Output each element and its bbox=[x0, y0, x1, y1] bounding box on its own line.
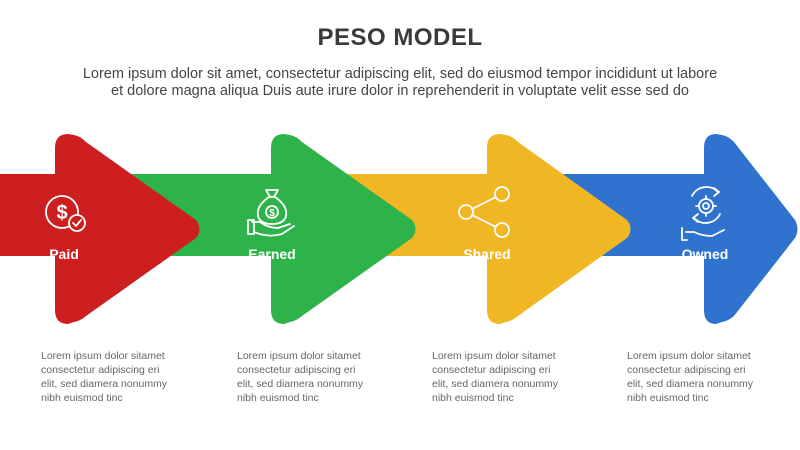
dollar-coin-check-icon: $ bbox=[45, 195, 86, 232]
description-line: elit, sed diamera nonummy bbox=[41, 378, 168, 390]
description-line: nibh euismod tinc bbox=[432, 392, 514, 404]
step-description-owned: Lorem ipsum dolor sitamet consectetur ad… bbox=[627, 349, 767, 405]
arrow-earned-head bbox=[271, 134, 416, 324]
step-description-shared: Lorem ipsum dolor sitamet consectetur ad… bbox=[432, 349, 572, 405]
description-line: nibh euismod tinc bbox=[41, 392, 123, 404]
arrow-shared-head bbox=[487, 134, 631, 324]
description-line: Lorem ipsum dolor sitamet bbox=[627, 350, 751, 362]
step-description-earned: Lorem ipsum dolor sitamet consectetur ad… bbox=[237, 349, 377, 405]
description-line: elit, sed diamera nonummy bbox=[627, 378, 754, 390]
step-label-owned: Owned bbox=[682, 246, 729, 262]
description-line: consectetur adipiscing eri bbox=[41, 364, 160, 376]
arrow-paid bbox=[0, 134, 200, 324]
description-line: consectetur adipiscing eri bbox=[627, 364, 746, 376]
svg-text:$: $ bbox=[56, 202, 67, 224]
description-line: Lorem ipsum dolor sitamet bbox=[432, 350, 556, 362]
step-description-paid: Lorem ipsum dolor sitamet consectetur ad… bbox=[41, 349, 181, 405]
share-nodes-icon bbox=[458, 186, 510, 238]
arrow-owned-head bbox=[704, 134, 798, 324]
page-title: PESO MODEL bbox=[317, 24, 483, 51]
step-label-paid: Paid bbox=[49, 246, 79, 262]
svg-text:$: $ bbox=[269, 208, 275, 219]
arrow-paid-head bbox=[55, 134, 200, 324]
subtitle-line-2: et dolore magna aliqua Duis aute irure d… bbox=[111, 83, 689, 99]
step-label-earned: Earned bbox=[248, 246, 295, 262]
description-line: elit, sed diamera nonummy bbox=[432, 378, 559, 390]
description-line: Lorem ipsum dolor sitamet bbox=[41, 350, 165, 362]
peso-arrow-diagram: $ $ Paid Earned Shared Own bbox=[0, 134, 798, 324]
arrow-earned bbox=[130, 134, 416, 324]
description-line: consectetur adipiscing eri bbox=[237, 364, 356, 376]
step-label-shared: Shared bbox=[463, 246, 510, 262]
description-line: nibh euismod tinc bbox=[237, 392, 319, 404]
description-line: elit, sed diamera nonummy bbox=[237, 378, 364, 390]
subtitle-line-1: Lorem ipsum dolor sit amet, consectetur … bbox=[82, 66, 718, 82]
description-line: consectetur adipiscing eri bbox=[432, 364, 551, 376]
description-line: Lorem ipsum dolor sitamet bbox=[237, 350, 361, 362]
page-subtitle: Lorem ipsum dolor sit amet, consectetur … bbox=[40, 66, 760, 100]
gear-cycle-hand-icon bbox=[681, 186, 725, 241]
money-bag-hand-icon: $ bbox=[247, 189, 295, 237]
description-line: nibh euismod tinc bbox=[627, 392, 709, 404]
